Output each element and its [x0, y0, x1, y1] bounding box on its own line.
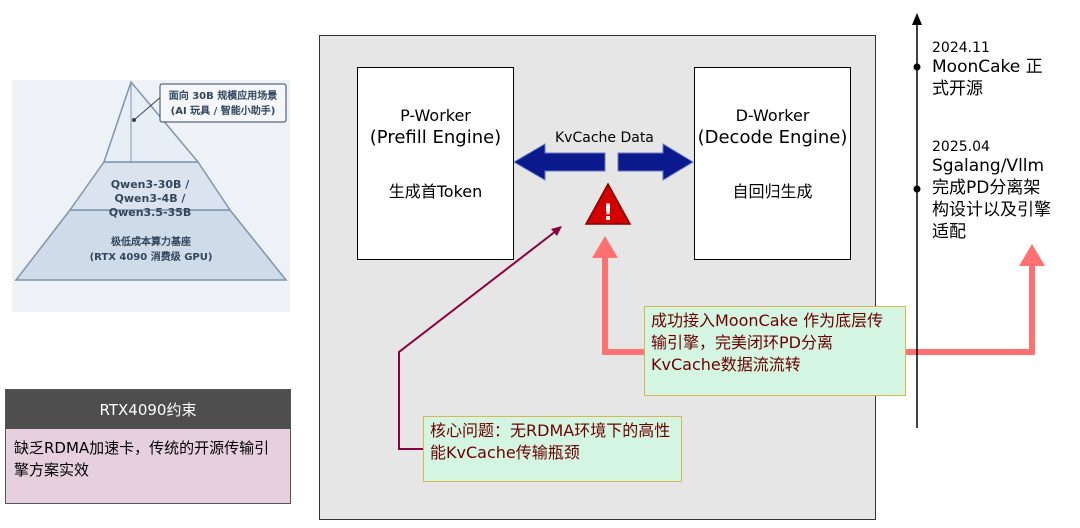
pyramid-illustration: 面向 30B 规模应用场景 (AI 玩具 / 智能小助手) Qwen3-30B …: [12, 80, 290, 312]
prefill-worker-name: P-Worker: [400, 106, 471, 125]
prefill-worker-desc: 生成首Token: [388, 182, 483, 201]
solution-arrow-to-warning: [602, 254, 644, 355]
svg-text:!: !: [603, 201, 613, 226]
kvcache-arrow-right: [617, 143, 694, 181]
kvcache-arrow-left: [513, 143, 606, 181]
solution-arrow-to-timeline: [906, 262, 1035, 355]
callout-line-1: 面向 30B 规模应用场景: [169, 89, 278, 102]
decode-worker-box: D-Worker (Decode Engine) 自回归生成: [694, 67, 851, 260]
decode-worker-desc: 自回归生成: [732, 182, 813, 201]
middle-label-2: Qwen3-4B /: [115, 192, 187, 205]
timeline-axis-head: [912, 13, 922, 25]
timeline-date-1: 2024.11: [932, 40, 990, 56]
timeline-text-1: MoonCake 正式开源: [932, 57, 1043, 99]
constraint-box: RTX4090约束 缺乏RDMA加速卡，传统的开源传输引擎方案实效: [5, 389, 291, 504]
base-label-2: (RTX 4090 消费级 GPU): [90, 250, 213, 263]
callout-dot: [132, 118, 136, 122]
problem-note: 核心问题：无RDMA环境下的高性能KvCache传输瓶颈: [423, 416, 682, 482]
solution-arrow-head-timeline: [1019, 244, 1045, 266]
decode-worker-name: D-Worker: [735, 106, 810, 125]
callout-box: [159, 83, 287, 123]
middle-label-1: Qwen3-30B /: [111, 178, 191, 191]
timeline-dot-2: [913, 185, 921, 193]
problem-connector: [398, 230, 557, 450]
kvcache-data-label: KvCache Data: [555, 130, 654, 146]
solution-note: 成功接入MoonCake 作为底层传输引擎，完美闭环PD分离KvCache数据流…: [644, 306, 906, 396]
timeline-dot-1: [913, 63, 921, 71]
timeline-text-2: Sgalang/Vllm完成PD分离架构设计以及引擎适配: [932, 156, 1051, 242]
prefill-worker-engine: (Prefill Engine): [369, 127, 502, 148]
decode-worker-engine: (Decode Engine): [697, 127, 848, 148]
problem-connector-head: [551, 226, 562, 236]
timeline-entry-2: 2025.04 Sgalang/Vllm完成PD分离架构设计以及引擎适配: [932, 139, 1056, 243]
constraint-body: 缺乏RDMA加速卡，传统的开源传输引擎方案实效: [6, 429, 290, 503]
prefill-worker-box: P-Worker (Prefill Engine) 生成首Token: [357, 67, 514, 260]
middle-label-3: Qwen3.5-35B: [109, 206, 192, 219]
timeline-date-2: 2025.04: [932, 139, 990, 155]
base-label-1: 极低成本算力基座: [111, 235, 191, 248]
callout-leader: [133, 95, 163, 121]
pyramid-graphic: 面向 30B 规模应用场景 (AI 玩具 / 智能小助手) Qwen3-30B …: [14, 80, 288, 281]
callout-line-2: (AI 玩具 / 智能小助手): [171, 104, 276, 117]
timeline-entry-1: 2024.11 MoonCake 正式开源: [932, 40, 1052, 100]
warning-triangle-icon: !: [584, 182, 632, 226]
constraint-header: RTX4090约束: [6, 390, 290, 429]
solution-arrow-head-warning: [592, 236, 618, 258]
